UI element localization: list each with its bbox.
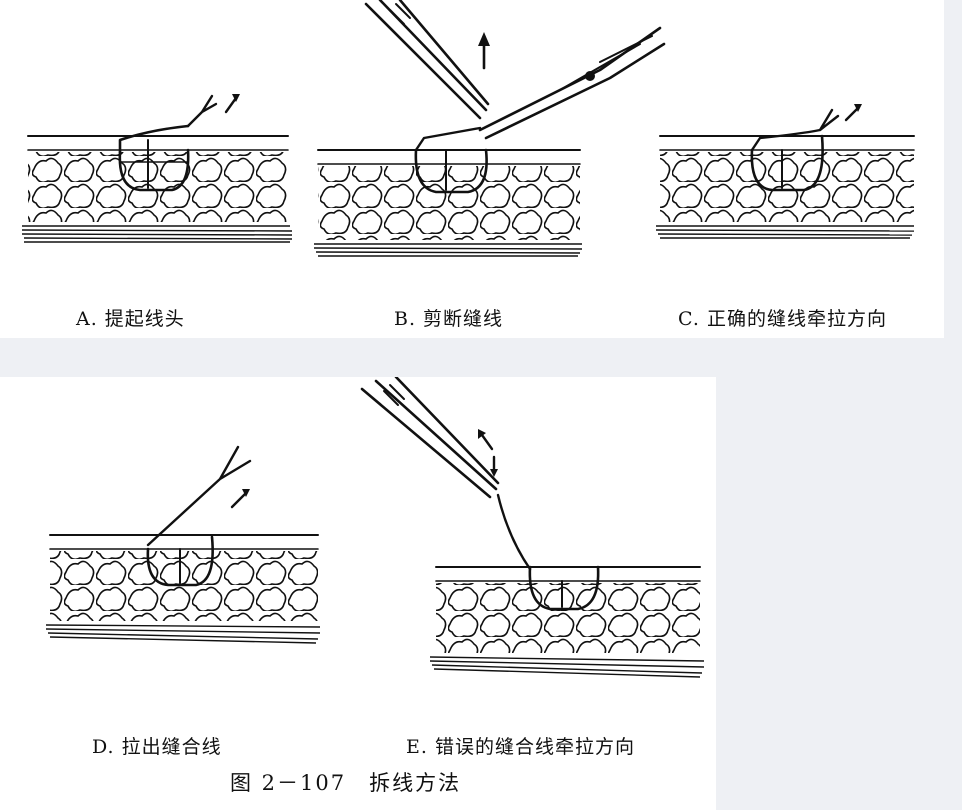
drawing-e-tissue — [430, 567, 704, 677]
caption-b: B. 剪断缝线 — [394, 304, 503, 331]
caption-a: A. 提起线头 — [76, 304, 185, 331]
figure-title: 图 2－107 拆线方法 — [230, 767, 461, 797]
pull-arrow-icon — [226, 94, 240, 112]
drawing-c-tissue — [656, 136, 914, 238]
drawing-d-tissue — [46, 535, 320, 643]
caption-e: E. 错误的缝合线牵拉方向 — [406, 732, 635, 759]
arrow-up-icon — [478, 32, 490, 68]
top-illustrations — [0, 0, 944, 338]
bottom-panel: D. 拉出缝合线 E. 错误的缝合线牵拉方向 图 2－107 拆线方法 — [0, 377, 716, 810]
caption-d: D. 拉出缝合线 — [92, 732, 222, 759]
top-panel: A. 提起线头 B. 剪断缝线 C. 正确的缝线牵拉方向 — [0, 0, 944, 338]
caption-c: C. 正确的缝线牵拉方向 — [678, 304, 887, 331]
pull-arrow-icon — [232, 489, 250, 507]
pull-arrow-icon — [846, 104, 862, 120]
drawing-b-tissue — [314, 150, 582, 256]
tweezers-icon — [366, 0, 488, 118]
scissors-icon — [480, 28, 664, 138]
tweezers-icon — [362, 377, 498, 497]
pull-arrow-icon — [478, 429, 498, 477]
